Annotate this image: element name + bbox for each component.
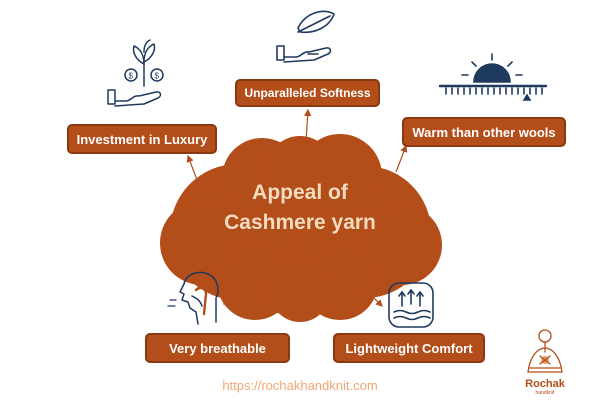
website-url[interactable]: https://rochakhandknit.com — [222, 378, 378, 393]
hand-money-plant-icon: $ $ — [107, 39, 164, 107]
svg-text:$: $ — [155, 72, 160, 81]
connectors — [186, 108, 408, 307]
node-label: Lightweight Comfort — [345, 340, 473, 356]
arrow-lightweight — [363, 287, 383, 307]
center-title-line-1: Appeal of — [252, 181, 348, 204]
node-lightweight-comfort: Lightweight Comfort — [333, 333, 485, 363]
center-cloud — [160, 134, 442, 322]
logo-tagline: handknit — [535, 390, 555, 396]
arrow-softness — [304, 108, 312, 143]
arrow-warm — [395, 144, 408, 173]
svg-text:$: $ — [129, 72, 134, 81]
node-investment-in-luxury: Investment in Luxury — [67, 124, 217, 154]
rochak-logo-icon — [527, 329, 563, 373]
node-label: Warm than other wools — [412, 124, 556, 140]
human-respiratory-icon — [167, 271, 219, 325]
node-very-breathable: Very breathable — [145, 333, 290, 363]
center-title-line-2: Cashmere yarn — [224, 211, 376, 234]
logo-name: Rochak — [525, 378, 565, 390]
node-unparalleled-softness: Unparalleled Softness — [235, 79, 380, 107]
sun-thermometer-icon — [438, 53, 548, 101]
node-label: Very breathable — [169, 340, 266, 356]
center-title: Appeal of Cashmere yarn — [195, 178, 405, 238]
air-waves-icon — [388, 282, 434, 328]
arrow-breathable — [223, 285, 235, 306]
arrow-investment — [186, 154, 201, 189]
node-warm-than-other-wools: Warm than other wools — [402, 117, 566, 147]
hand-feather-icon — [276, 10, 335, 63]
node-label: Unparalleled Softness — [244, 86, 371, 100]
node-label: Investment in Luxury — [76, 131, 208, 147]
